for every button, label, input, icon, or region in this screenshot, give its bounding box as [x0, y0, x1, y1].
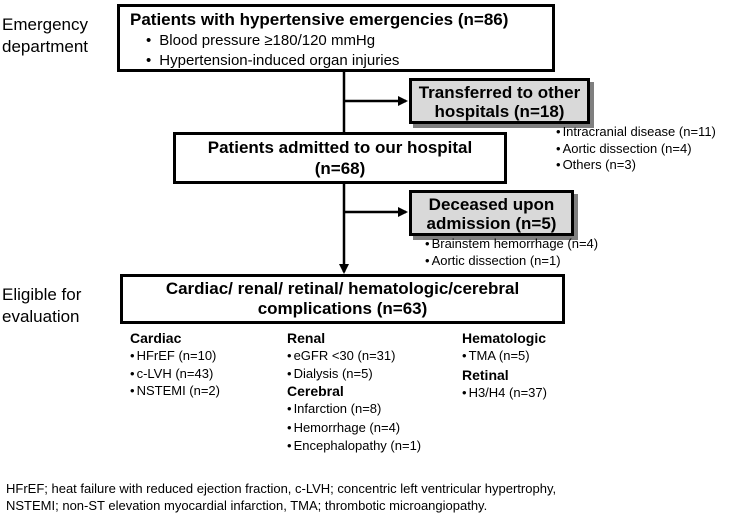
group-header-renal: Renal: [287, 330, 326, 346]
cerebral-item: Hemorrhage (n=4): [287, 419, 421, 438]
deceased-title-line1: Deceased upon: [428, 195, 555, 214]
box1-criterion: Blood pressure ≥180/120 mmHg: [146, 31, 399, 51]
deceased-reason: Aortic dissection (n=1): [425, 253, 598, 270]
box1-criteria-list: Blood pressure ≥180/120 mmHg Hypertensio…: [146, 31, 399, 71]
deceased-reasons: Brainstem hemorrhage (n=4) Aortic dissec…: [425, 236, 599, 270]
transferred-reason: Others (n=3): [556, 157, 716, 174]
cardiac-item: NSTEMI (n=2): [130, 382, 220, 400]
admitted-title-line2: (n=68): [314, 159, 366, 178]
group-retinal: Retinal H3/H4 (n=37): [462, 366, 547, 402]
transferred-title-line1: Transferred to other: [418, 83, 581, 102]
renal-items: eGFR <30 (n=31) Dialysis (n=5): [287, 347, 396, 383]
cardiac-item: c-LVH (n=43): [130, 365, 220, 383]
transferred-reason: Intracranial disease (n=11): [556, 124, 716, 141]
box-complications: Cardiac/ renal/ retinal/ hematologic/cer…: [120, 274, 565, 324]
box-transferred: Transferred to other hospitals (n=18): [409, 78, 590, 124]
deceased-reason: Brainstem hemorrhage (n=4): [425, 236, 599, 253]
footnote-line2: NSTEMI; non-ST elevation myocardial infa…: [6, 498, 488, 513]
footnote-line1: HFrEF; heat failure with reduced ejectio…: [6, 481, 557, 496]
cerebral-item: Encephalopathy (n=1): [287, 437, 422, 456]
cardiac-item: HFrEF (n=10): [130, 347, 220, 365]
retinal-item: H3/H4 (n=37): [462, 384, 547, 402]
complications-title-line2: complications (n=63): [257, 299, 428, 318]
group-hematologic: Hematologic TMA (n=5): [462, 329, 546, 365]
cardiac-items: HFrEF (n=10) c-LVH (n=43) NSTEMI (n=2): [130, 347, 220, 400]
box-deceased: Deceased upon admission (n=5): [409, 190, 574, 236]
footnote: HFrEF; heat failure with reduced ejectio…: [6, 480, 556, 514]
cerebral-items: Infarction (n=8) Hemorrhage (n=4) Enceph…: [287, 400, 422, 456]
renal-item: eGFR <30 (n=31): [287, 347, 396, 365]
box1-title: Patients with hypertensive emergencies (…: [130, 10, 509, 29]
deceased-title-line2: admission (n=5): [426, 214, 557, 233]
group-header-retinal: Retinal: [462, 367, 509, 383]
box-admitted: Patients admitted to our hospital (n=68): [173, 132, 507, 184]
label-ed-line2: department: [2, 37, 88, 56]
group-cerebral: Cerebral Infarction (n=8) Hemorrhage (n=…: [287, 382, 421, 456]
group-header-cerebral: Cerebral: [287, 383, 344, 399]
renal-item: Dialysis (n=5): [287, 365, 395, 383]
group-header-cardiac: Cardiac: [130, 330, 182, 346]
box1-criterion: Hypertension-induced organ injuries: [146, 51, 399, 71]
hematologic-item: TMA (n=5): [462, 347, 546, 365]
hematologic-items: TMA (n=5): [462, 347, 546, 365]
admitted-title-line1: Patients admitted to our hospital: [207, 138, 473, 157]
transferred-reasons: Intracranial disease (n=11) Aortic disse…: [556, 124, 716, 174]
transferred-title-line2: hospitals (n=18): [434, 102, 565, 121]
box-hypertensive-emergencies: Patients with hypertensive emergencies (…: [117, 4, 555, 72]
label-eval-line1: Eligible for: [2, 285, 82, 304]
group-cardiac: Cardiac HFrEF (n=10) c-LVH (n=43) NSTEMI…: [130, 329, 220, 400]
transferred-reason: Aortic dissection (n=4): [556, 141, 716, 158]
retinal-items: H3/H4 (n=37): [462, 384, 547, 402]
label-emergency-department: Emergency department: [2, 14, 88, 58]
label-eligible-evaluation: Eligible for evaluation: [2, 284, 81, 328]
label-ed-line1: Emergency: [2, 15, 88, 34]
group-renal: Renal eGFR <30 (n=31) Dialysis (n=5): [287, 329, 395, 382]
cerebral-item: Infarction (n=8): [287, 400, 421, 419]
label-eval-line2: evaluation: [2, 307, 80, 326]
complications-title-line1: Cardiac/ renal/ retinal/ hematologic/cer…: [165, 279, 520, 298]
group-header-hematologic: Hematologic: [462, 330, 547, 346]
